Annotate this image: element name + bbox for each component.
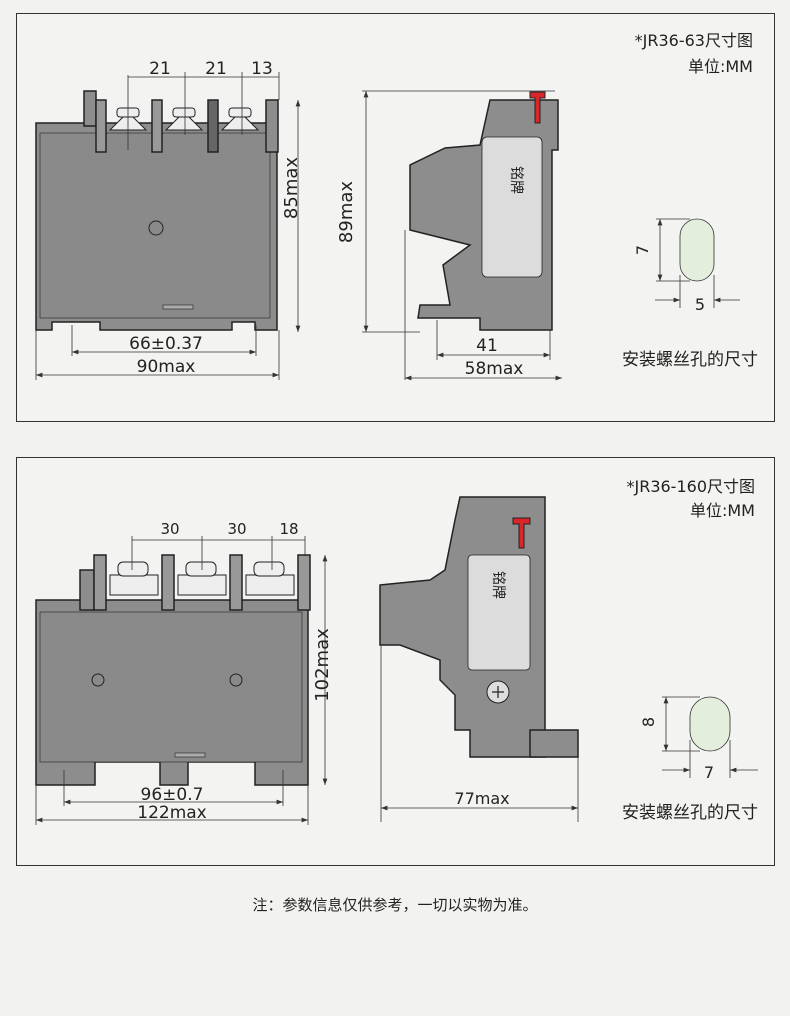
mount-hole-63 (655, 218, 740, 308)
dim-mount: 66±0.37 (129, 334, 203, 354)
side-dims-160 (380, 645, 579, 822)
dimension-lines-63 (35, 72, 301, 380)
dim-height: 102max (312, 628, 333, 702)
dim-depth: 58max (465, 359, 524, 379)
front-view-63 (35, 90, 279, 331)
hole-height: 8 (639, 717, 658, 727)
dim-edge: 13 (251, 59, 273, 79)
dim-side-height: 89max (336, 181, 357, 243)
dim-edge: 18 (279, 520, 298, 538)
side-dims-63 (362, 90, 562, 381)
dim-height: 85max (281, 157, 302, 219)
hole-caption: 安装螺丝孔的尺寸 (622, 350, 758, 370)
panel-title: *JR36-63尺寸图 (635, 31, 753, 50)
hole-width: 5 (695, 295, 705, 314)
dim-width: 122max (137, 803, 207, 823)
unit-label: 单位:MM (690, 501, 755, 520)
disclaimer-note: 注：参数信息仅供参考，一切以实物为准。 (252, 896, 538, 914)
hole-caption: 安装螺丝孔的尺寸 (622, 803, 758, 823)
dim-pitch1: 30 (160, 520, 179, 538)
dim-pitch2: 30 (227, 520, 246, 538)
dimension-lines-160 (35, 536, 328, 825)
dim-pitch2: 21 (205, 59, 227, 79)
hole-width: 7 (704, 763, 714, 782)
dim-width: 90max (137, 357, 196, 377)
nameplate-label: 铭牌 (508, 166, 525, 194)
mount-hole-160 (662, 696, 758, 778)
dim-pitch1: 21 (149, 59, 171, 79)
nameplate-label: 铭牌 (490, 571, 507, 599)
dim-mount: 96±0.7 (141, 785, 204, 805)
unit-label: 单位:MM (688, 57, 753, 76)
dim-depth: 77max (454, 789, 509, 808)
hole-height: 7 (633, 245, 652, 255)
panel-title: *JR36-160尺寸图 (626, 477, 755, 496)
dim-side-mount: 41 (476, 336, 498, 356)
side-view-63 (409, 91, 559, 331)
